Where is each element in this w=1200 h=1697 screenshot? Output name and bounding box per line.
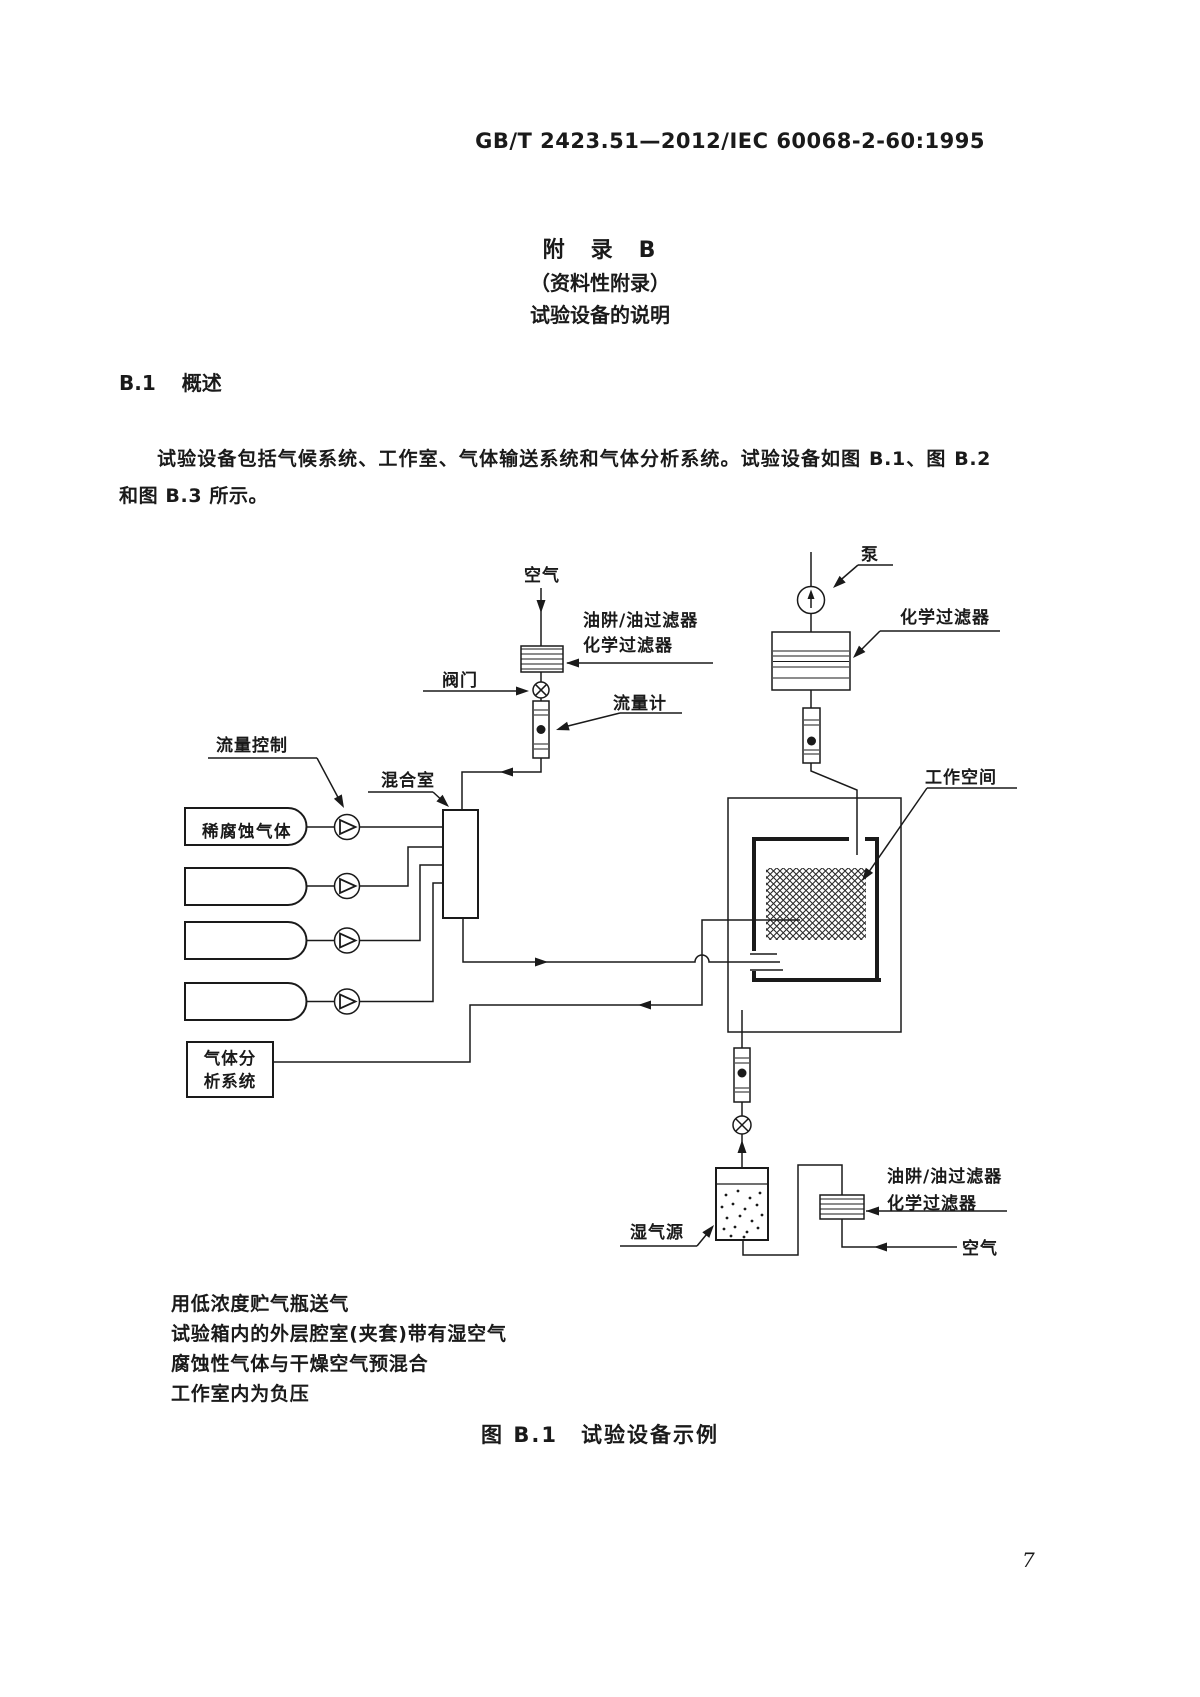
label-flow-control: 流量控制 (216, 736, 288, 756)
outer-chamber-box (727, 797, 902, 1033)
note-line: 试验箱内的外层腔室(夹套)带有湿空气 (171, 1323, 507, 1345)
oil-trap-filter-top-box (520, 645, 564, 673)
note-line: 工作室内为负压 (171, 1383, 310, 1405)
gas-analysis-box (186, 1041, 274, 1098)
label-pump: 泵 (861, 545, 879, 565)
diagram-notes: 用低浓度贮气瓶送气 试验箱内的外层腔室(夹套)带有湿空气 腐蚀性气体与干燥空气预… (171, 1289, 507, 1409)
standard-code-header: GB/T 2423.51—2012/IEC 60068-2-60:1995 (475, 129, 985, 153)
label-dilute-corrosive-gas: 稀腐蚀气体 (202, 822, 292, 841)
label-mixing-chamber: 混合室 (381, 771, 435, 791)
mixing-chamber-box (442, 809, 479, 919)
label-working-space: 工作空间 (925, 768, 997, 788)
body-paragraph: 试验设备包括气候系统、工作室、气体输送系统和气体分析系统。试验设备如图 B.1、… (119, 448, 991, 507)
flow-arrows (333, 575, 887, 1252)
note-line: 用低浓度贮气瓶送气 (171, 1293, 350, 1315)
label-air-bottom: 空气 (962, 1239, 998, 1259)
gas-cylinder-4 (184, 982, 308, 1021)
section-heading: B.1 概述 (119, 367, 222, 396)
label-valve: 阀门 (442, 671, 478, 691)
gas-cylinder-1 (184, 807, 308, 846)
page-number: 7 (1022, 1548, 1035, 1572)
gas-cylinder-3 (184, 921, 308, 960)
label-oil-trap-filter-bottom: 油阱/油过滤器 化学过滤器 (887, 1167, 1003, 1214)
gas-cylinder-2 (184, 867, 308, 906)
label-humid-gas-source: 湿气源 (630, 1223, 684, 1243)
oil-trap-filter-bottom-box (819, 1194, 865, 1220)
label-chemical-filter: 化学过滤器 (900, 608, 990, 628)
appendix-title: 附 录 B (542, 238, 658, 263)
flow-meter-2 (802, 707, 821, 764)
specimen-hatch-area (766, 868, 866, 940)
note-line: 腐蚀性气体与干燥空气预混合 (171, 1353, 429, 1375)
label-flow-meter: 流量计 (613, 694, 667, 714)
appendix-type-note: （资料性附录） (530, 271, 670, 295)
figure-caption: 图 B.1 试验设备示例 (481, 1423, 719, 1447)
appendix-subtitle: 试验设备的说明 (530, 303, 670, 327)
label-air-top: 空气 (524, 566, 560, 586)
section-title: 概述 (181, 371, 222, 395)
label-oil-trap-filter-top: 油阱/油过滤器 化学过滤器 (583, 611, 699, 656)
label-gas-analysis-system: 气体分 析系统 (203, 1048, 257, 1091)
section-number: B.1 (119, 371, 156, 395)
